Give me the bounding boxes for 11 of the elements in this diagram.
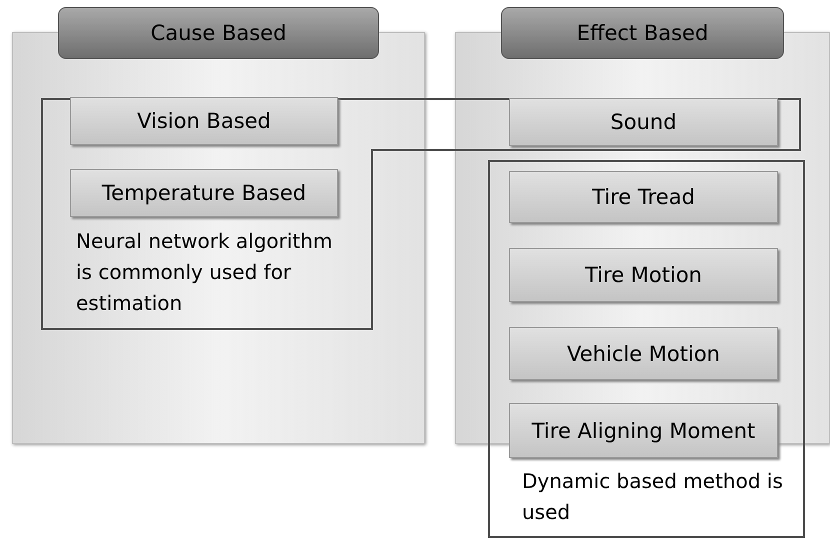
grouping-frame [488,160,805,538]
category-box: Tire Motion [509,248,778,302]
column-header: Cause Based [58,7,379,59]
note-text: Dynamic based method is used [522,468,784,526]
category-box: Sound [509,98,778,146]
category-box: Temperature Based [70,169,338,217]
category-box: Vehicle Motion [509,327,778,380]
column-header: Effect Based [501,7,784,59]
category-box: Vision Based [70,97,338,145]
note-text: Neural network algorithm is commonly used for estimation [76,228,334,317]
category-box: Tire Tread [509,171,778,223]
